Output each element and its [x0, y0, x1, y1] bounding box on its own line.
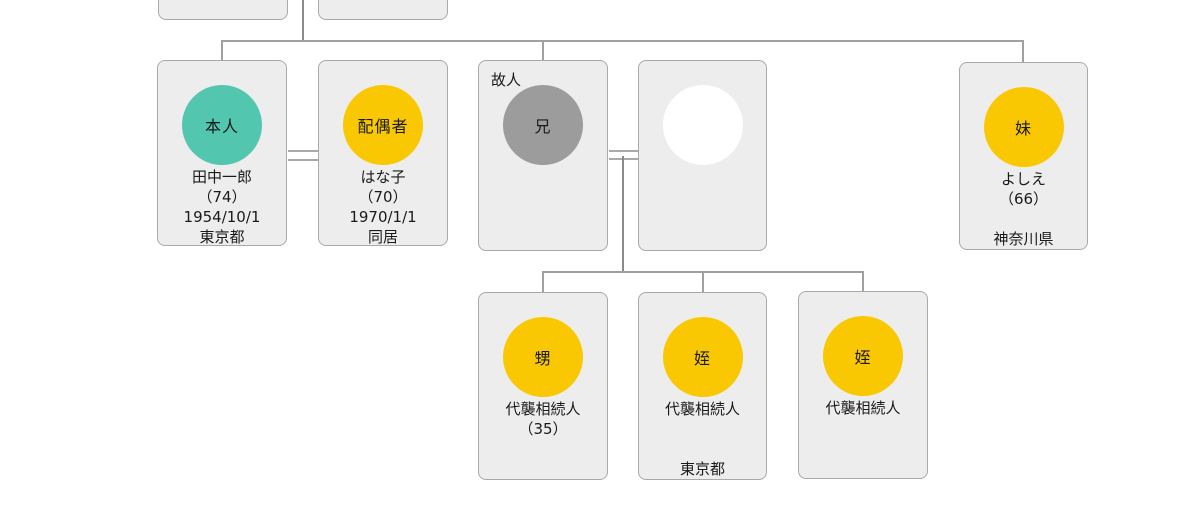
member-card-spouse[interactable]: 配偶者 はな子 （70） 1970/1/1 同居 — [318, 60, 448, 246]
connector-drop-niece-1 — [702, 271, 704, 293]
member-age: （70） — [358, 188, 408, 206]
member-card-brother[interactable]: 故人 兄 — [478, 60, 608, 251]
member-birthdate: 1954/10/1 — [183, 208, 261, 226]
member-age: （66） — [998, 190, 1049, 208]
connector-parents-vertical — [302, 0, 304, 42]
member-address: 東京都 — [679, 460, 725, 478]
relation-badge-circle: 姪 — [662, 317, 743, 397]
relation-badge-label: 姪 — [693, 349, 711, 368]
member-card-nephew[interactable]: 甥 代襲相続人 （35） — [478, 292, 608, 480]
member-card-parent-1[interactable] — [158, 0, 288, 20]
relation-badge-label: 本人 — [204, 117, 239, 136]
relation-badge-circle: 姪 — [823, 316, 903, 396]
relation-badge-circle: 甥 — [503, 317, 583, 397]
member-address — [479, 459, 607, 479]
relation-badge-label: 兄 — [534, 117, 552, 136]
member-info: 代襲相続人 — [799, 398, 927, 478]
member-card-person[interactable]: 本人 田中一郎 （74） 1954/10/1 東京都 — [157, 60, 287, 246]
relation-badge-circle — [662, 85, 743, 165]
member-birthdate — [960, 209, 1087, 229]
member-age — [639, 419, 766, 439]
relation-badge-circle: 配偶者 — [343, 85, 423, 165]
connector-children-vertical — [622, 156, 624, 273]
connector-drop-niece-2 — [862, 271, 864, 292]
connector-drop-person — [221, 40, 223, 61]
member-birthdate: 1970/1/1 — [349, 208, 417, 226]
relation-badge-circle: 兄 — [503, 85, 583, 165]
member-birthdate — [799, 438, 927, 458]
member-address — [799, 458, 927, 478]
member-info: 田中一郎 （74） 1954/10/1 東京都 — [158, 167, 286, 247]
member-name: よしえ — [1000, 170, 1046, 188]
relation-badge-label: 甥 — [534, 349, 552, 368]
connector-siblings-horizontal — [221, 40, 1024, 42]
relation-badge-label: 姪 — [854, 348, 872, 367]
member-name: 田中一郎 — [191, 168, 252, 186]
member-card-sister[interactable]: 妹 よしえ （66） 神奈川県 — [959, 62, 1088, 250]
member-info: 代襲相続人 東京都 — [639, 399, 766, 479]
member-info: よしえ （66） 神奈川県 — [960, 169, 1087, 249]
member-name: 代襲相続人 — [664, 400, 740, 418]
relation-badge-label: 配偶者 — [357, 117, 409, 136]
connector-drop-brother — [542, 40, 544, 61]
connector-drop-sister — [1022, 40, 1024, 63]
deceased-label: 故人 — [491, 71, 522, 89]
member-name: 代襲相続人 — [505, 400, 581, 418]
relation-badge-label: 妹 — [1014, 119, 1032, 138]
member-card-brother-spouse[interactable] — [638, 60, 767, 251]
member-age: （74） — [197, 188, 247, 206]
relation-badge-circle: 本人 — [182, 85, 262, 165]
member-info: はな子 （70） 1970/1/1 同居 — [319, 167, 447, 247]
member-address: 同居 — [367, 228, 398, 246]
relation-badge-circle: 妹 — [983, 87, 1064, 167]
member-info: 代襲相続人 （35） — [479, 399, 607, 479]
member-card-parent-2[interactable] — [318, 0, 448, 20]
member-age: （35） — [518, 420, 568, 438]
connector-drop-nephew — [542, 271, 544, 293]
member-birthdate — [479, 439, 607, 459]
member-address: 神奈川県 — [993, 230, 1054, 248]
member-name: はな子 — [360, 168, 406, 186]
member-name: 代襲相続人 — [825, 399, 901, 417]
marriage-connector-person-spouse — [288, 150, 318, 161]
member-birthdate — [639, 439, 766, 459]
member-age — [799, 418, 927, 438]
member-card-niece-2[interactable]: 姪 代襲相続人 — [798, 291, 928, 479]
member-address: 東京都 — [199, 228, 245, 246]
member-card-niece-1[interactable]: 姪 代襲相続人 東京都 — [638, 292, 767, 480]
